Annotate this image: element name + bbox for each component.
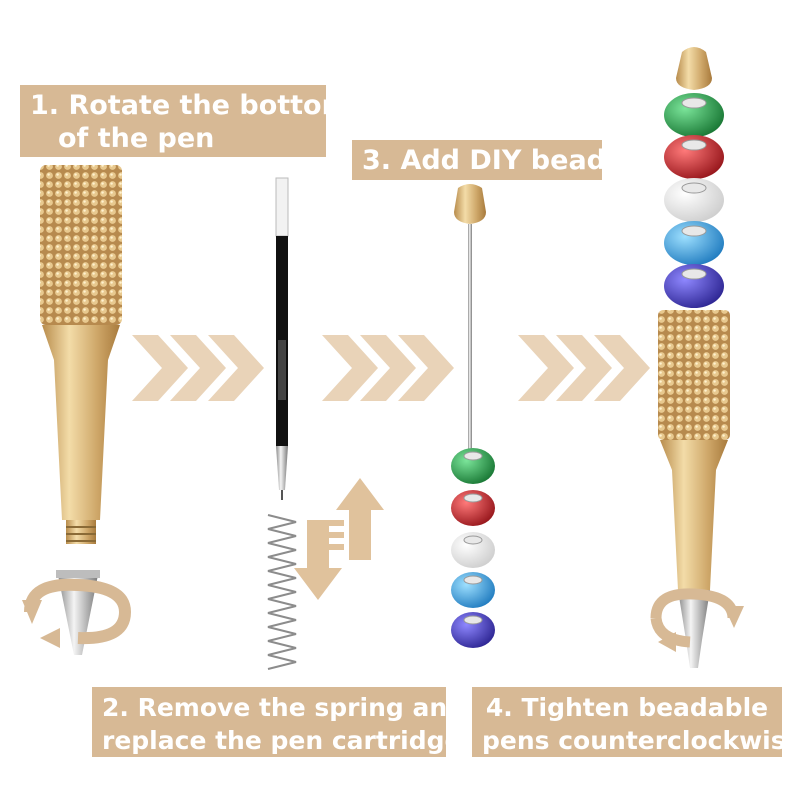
chevron-arrows-3 [518,335,650,401]
rotate-arrow-icon [650,588,744,652]
step-2-line-2: replace the pen cartridge [102,726,462,755]
step-4-label: 4. Tighten beadable pens counterclockwis… [472,687,800,757]
step-2-line-1: 2. Remove the spring and [102,693,466,722]
pen-cartridge [275,177,289,500]
step-1-label: 1. Rotate the bottom of the pen [20,85,350,157]
step-4-line-2: pens counterclockwise [482,726,800,755]
step-1-line-2: of the pen [58,123,215,154]
step-3-label: 3. Add DIY beads [352,140,623,180]
step-3-line-1: 3. Add DIY beads [362,145,623,176]
step-2-label: 2. Remove the spring and replace the pen… [92,687,466,757]
chevron-arrows-2 [322,335,454,401]
chevron-arrows-1 [132,335,264,401]
bead-pin [454,184,486,454]
up-down-arrows-icon [294,478,384,600]
step-1-line-1: 1. Rotate the bottom [30,90,350,121]
pen-tip-1 [56,570,100,655]
spring [267,514,297,670]
pen-barrel-1 [40,165,122,544]
assembled-pen [658,47,730,668]
step-4-line-1: 4. Tighten beadable [485,693,769,722]
rotate-arrow-icon [22,578,131,648]
loose-beads [451,448,495,648]
